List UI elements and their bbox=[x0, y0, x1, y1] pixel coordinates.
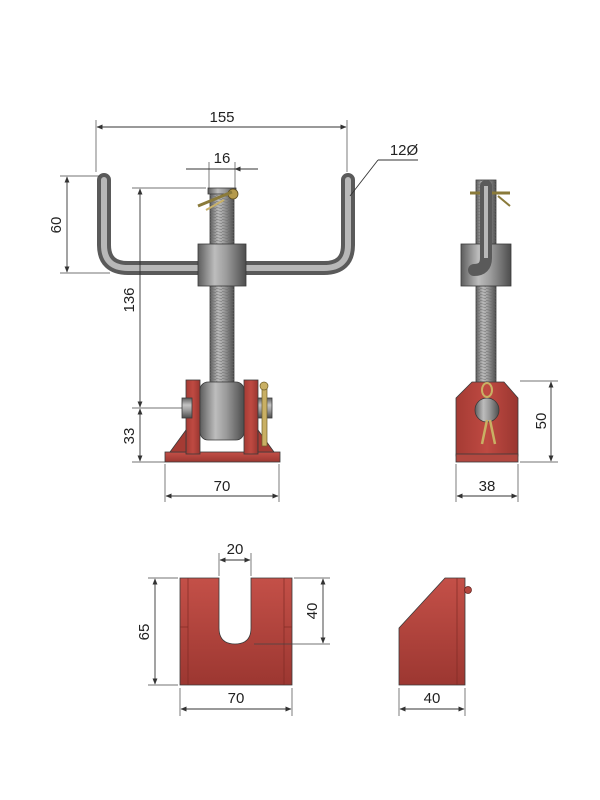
dim-block-height: 65 bbox=[136, 624, 153, 641]
dim-side-base-width: 38 bbox=[479, 478, 496, 495]
dim-side-base-height: 50 bbox=[533, 413, 550, 430]
dim-base-width: 70 bbox=[214, 478, 231, 495]
front-view: 155 16 12Ø 60 136 33 70 bbox=[48, 109, 419, 502]
chamfered-block bbox=[398, 577, 466, 686]
dim-block-side-width: 40 bbox=[424, 690, 441, 707]
block-front-view: 20 40 65 70 bbox=[136, 541, 330, 716]
dim-handle-width: 155 bbox=[209, 109, 234, 126]
base-bracket bbox=[164, 379, 281, 463]
dim-screw-length: 136 bbox=[121, 287, 138, 312]
handle-hub bbox=[197, 243, 247, 287]
top-pin-icon bbox=[197, 188, 239, 211]
swivel-block bbox=[199, 381, 245, 441]
dim-handle-height: 60 bbox=[48, 217, 65, 234]
locking-pin-icon bbox=[259, 381, 269, 447]
dim-block-width: 70 bbox=[228, 690, 245, 707]
dim-rod-diameter: 12Ø bbox=[390, 142, 419, 159]
side-view: 50 38 bbox=[455, 179, 558, 502]
dim-screw-diameter: 16 bbox=[214, 150, 231, 167]
dim-slot-width: 20 bbox=[227, 541, 244, 558]
dim-slot-depth: 40 bbox=[304, 603, 321, 620]
side-locking-pin-icon bbox=[480, 382, 497, 445]
slotted-block bbox=[179, 577, 293, 686]
side-pivot-icon bbox=[474, 397, 500, 423]
dim-base-height: 33 bbox=[121, 428, 138, 445]
block-side-view: 40 bbox=[398, 577, 472, 716]
block-pin-icon bbox=[464, 586, 472, 594]
